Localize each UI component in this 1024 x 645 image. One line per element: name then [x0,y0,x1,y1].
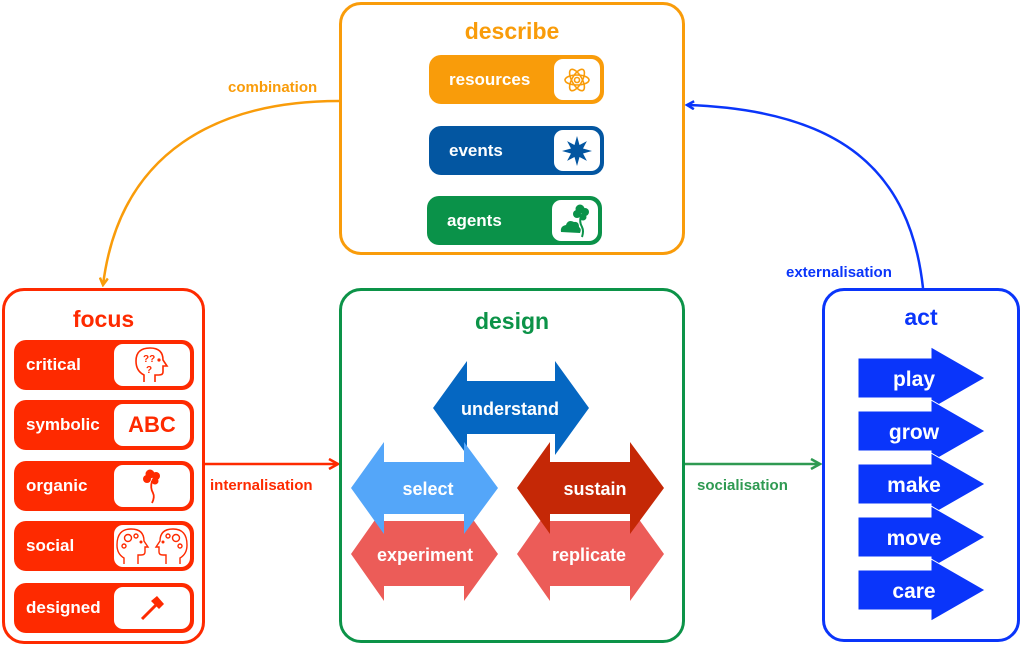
focus-item-label: organic [26,476,88,495]
sustain-arrow[interactable]: sustain [517,442,664,534]
act-title: act [904,304,938,330]
act-arrow-label: move [887,527,942,550]
describe-item-resources[interactable]: resources [429,55,604,104]
externalisation-label: externalisation [786,264,892,281]
svg-text:?: ? [146,365,152,376]
focus-item-label: critical [26,355,81,374]
focus-item-label: designed [26,598,101,617]
combination-label: combination [228,79,318,96]
design-title: design [474,308,550,334]
focus-item-symbolic[interactable]: symbolic ABC [14,400,194,450]
hammer-icon [114,587,190,629]
externalisation-arrow [687,105,925,289]
thinking-head-icon: ?? ? [114,344,190,386]
select-label: select [402,479,453,499]
describe-item-agents[interactable]: agents [427,196,602,245]
act-arrow-shape [857,452,987,516]
describe-item-events[interactable]: events [429,126,604,175]
act-arrow-shape [857,558,987,622]
act-arrow-grow[interactable]: grow [857,399,987,463]
select-arrow[interactable]: select [351,442,498,534]
describe-title: describe [464,18,560,44]
experiment-arrow[interactable]: experiment [351,507,498,601]
atom-icon [554,59,600,100]
act-arrow-label: care [892,580,935,603]
describe-box: describe resources events agents [339,2,685,255]
socialisation-label: socialisation [697,477,788,494]
tree-cloud-icon [552,200,598,241]
describe-item-label: events [449,140,503,160]
tree-icon [114,465,190,507]
act-arrow-label: make [887,474,941,497]
focus-item-label: social [26,536,75,555]
act-arrow-play[interactable]: play [857,346,987,410]
focus-item-social[interactable]: social [14,521,194,571]
sustain-label: sustain [563,479,626,499]
starburst-icon [554,130,600,171]
act-arrow-label: grow [889,421,940,444]
svg-text:??: ?? [143,354,155,365]
act-arrow-shape [857,346,987,410]
design-arrows: experiment replicate understand select s… [351,361,664,601]
act-arrow-label: play [893,368,935,391]
internalisation-label: internalisation [210,477,313,494]
understand-arrow[interactable]: understand [433,361,589,455]
describe-item-label: agents [447,210,502,230]
focus-title: focus [72,306,135,332]
act-arrow-make[interactable]: make [857,452,987,516]
act-arrow-move[interactable]: move [857,505,987,569]
act-arrow-shape [857,399,987,463]
focus-item-organic[interactable]: organic [14,461,194,511]
act-arrows: play grow make move care [857,346,987,622]
focus-item-critical[interactable]: critical ?? ? [14,340,194,390]
focus-item-label: symbolic [26,415,100,434]
focus-box: focus critical ?? ? symbolic ABC organic [2,288,205,644]
act-arrow-shape [857,505,987,569]
two-heads-gears-icon [114,525,190,567]
abc-text-icon: ABC [114,404,190,446]
focus-item-designed[interactable]: designed [14,583,194,633]
replicate-label: replicate [552,545,626,565]
act-arrow-care[interactable]: care [857,558,987,622]
combination-arrow [103,99,340,285]
describe-item-label: resources [449,69,531,89]
understand-label: understand [461,399,559,419]
experiment-label: experiment [377,545,473,565]
replicate-arrow[interactable]: replicate [517,507,664,601]
